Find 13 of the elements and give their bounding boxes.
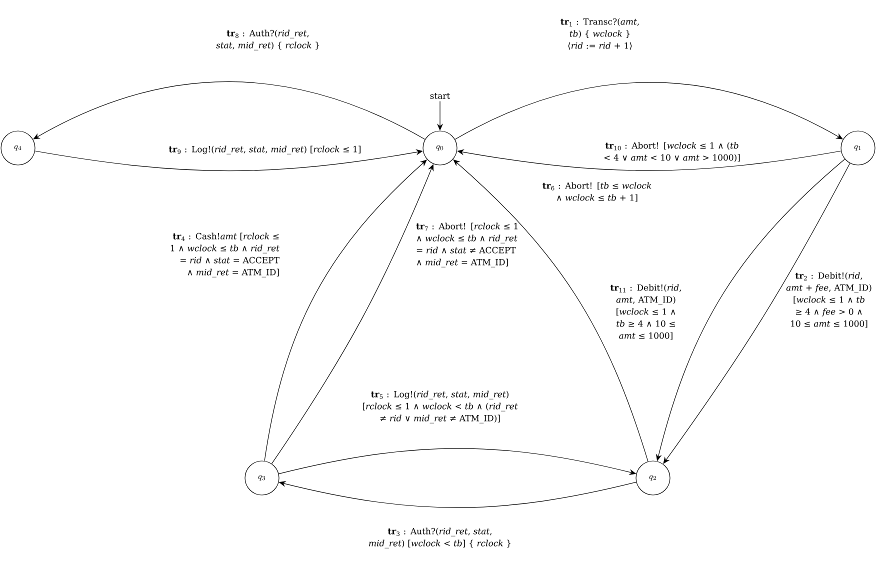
edge-label: tr$_{9}$ : Log!(rid_ret, stat, mid_ret) [rclock ≤ 1] (168, 146, 361, 154)
edge-label: tr$_{3}$ : Auth?(rid_ret, stat, mid_ret) [wclock < tb] { rclock } (369, 528, 510, 548)
edge-label: tr$_{1}$ : Transc?(amt, tb) { wclock } ⟨rid := rid + 1⟩ (560, 18, 639, 50)
edge-label: tr$_{10}$ : Abort! [wclock ≤ 1 ∧ (tb < 4 ∨ amt < 10 ∨ amt > 1000)] (604, 142, 740, 162)
start-label: start (430, 93, 450, 99)
edge-label: tr$_{2}$ : Debit!(rid, amt + fee, ATM_ID) [wclock ≤ 1 ∧ tb ≥ 4 ∧ fee > 0 ∧ 10 ≤ amt ≤ 1000] (786, 272, 872, 328)
edge-label: tr$_{7}$ : Abort! [rclock ≤ 1 ∧ wclock ≤ tb ∧ rid_ret = rid ∧ stat ≠ ACCEPT ∧ mid_ret = ATM_ID] (416, 222, 518, 268)
arrow (34, 149, 423, 172)
edge-label: tr$_{6}$ : Abort! [tb ≤ wclock ∧ wclock ≤ tb + 1] (542, 182, 652, 202)
edge-label: tr$_{8}$ : Auth?(rid_ret, stat, mid_ret) { rclock } (216, 30, 319, 50)
edge-label: tr$_{4}$ : Cash!amt [rclock ≤ 1 ∧ wclock ≤ tb ∧ rid_ret = rid ∧ stat = ACCEPT ∧ mid_ret = ATM_ID] (170, 232, 280, 278)
edge-label: tr$_{11}$ : Debit!(rid, amt, ATM_ID) [wclock ≤ 1 ∧ tb ≥ 4 ∧ 10 ≤ amt ≤ 1000] (610, 284, 681, 340)
edge-label: tr$_{5}$ : Log!(rid_ret, stat, mid_ret) [rclock ≤ 1 ∧ wclock < tb ∧ (rid_ret ≠ rid ∨ mid_ret ≠ ATM_ID)] (362, 390, 518, 424)
